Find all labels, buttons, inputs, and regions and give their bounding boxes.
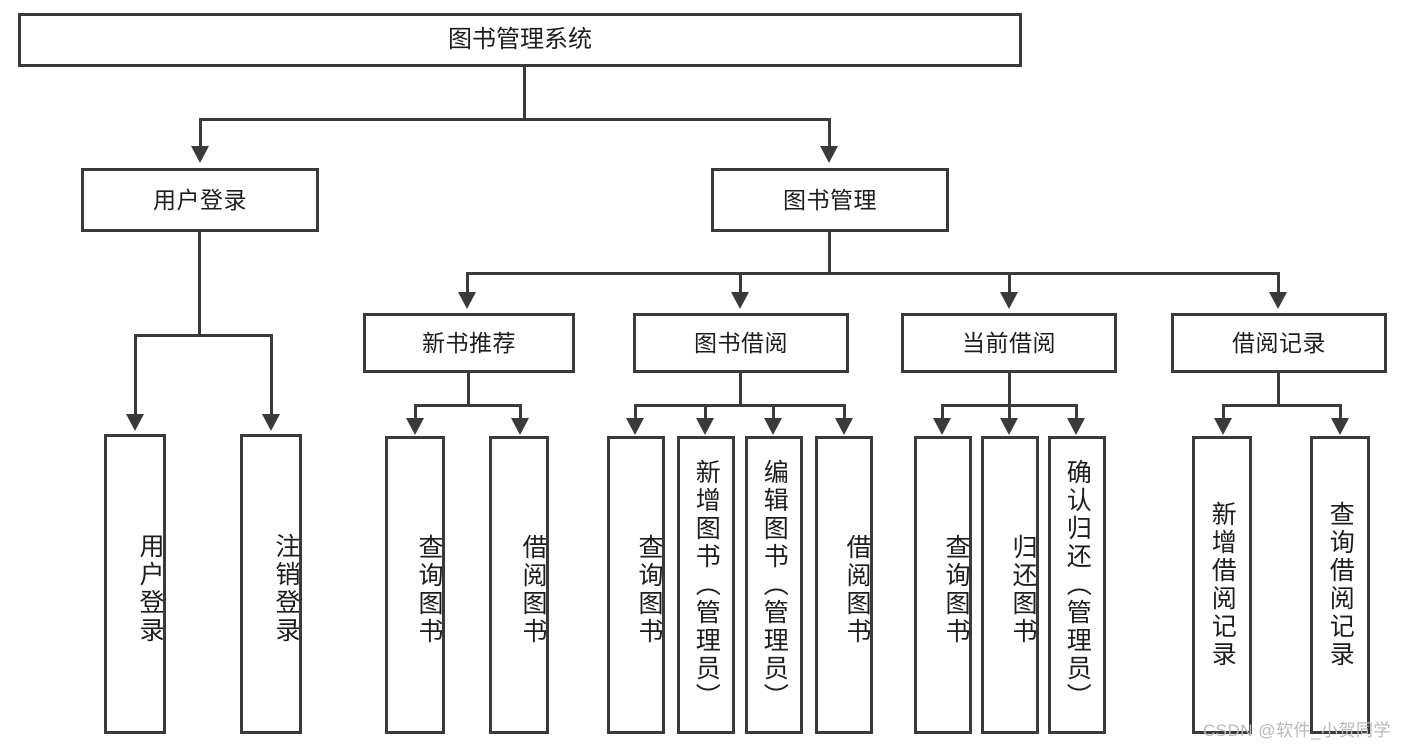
edge-borrow-record-bus (1222, 404, 1342, 407)
node-current-borrow[interactable]: 当前借阅 (901, 313, 1117, 373)
edge-root-to-book-manage (828, 118, 831, 148)
edge-current-borrow-to-leaf-2 (1008, 404, 1011, 420)
arrow-current-borrow-leaf-1 (933, 418, 951, 435)
edge-book-borrow-to-leaf-2 (704, 404, 707, 420)
arrow-to-new-book-rec (458, 292, 476, 309)
arrow-to-book-manage (820, 146, 838, 163)
node-book-borrow[interactable]: 图书借阅 (633, 313, 849, 373)
edge-borrow-record-to-leaf-1 (1222, 404, 1225, 420)
node-user-login[interactable]: 用户登录 (81, 168, 319, 232)
leaf-borrow-record-2[interactable]: 查询借阅记录 (1310, 436, 1370, 734)
edge-book-borrow-bus (634, 404, 846, 407)
edge-book-manage-to-book-borrow (739, 272, 742, 294)
edge-book-manage-to-borrow-record (1277, 272, 1280, 294)
node-label: 图书借阅 (694, 329, 788, 356)
node-borrow-record[interactable]: 借阅记录 (1171, 313, 1387, 373)
node-label: 新增借阅记录 (1208, 501, 1237, 669)
edge-current-borrow-to-leaf-3 (1075, 404, 1078, 420)
csdn-watermark: CSDN @软件_小贺同学 (1202, 721, 1391, 740)
node-label: 归还图书 (1009, 534, 1037, 646)
edge-book-manage-to-current-borrow (1008, 272, 1011, 294)
node-label: 新增图书（管理员） (692, 459, 721, 711)
edge-root-to-user-login (199, 118, 202, 148)
node-label: 编辑图书（管理员） (760, 459, 789, 711)
arrow-to-borrow-record (1269, 292, 1287, 309)
node-label: 当前借阅 (962, 329, 1056, 356)
arrow-new-book-rec-leaf-2 (511, 418, 529, 435)
node-label: 查询图书 (942, 534, 970, 646)
arrow-borrow-record-leaf-2 (1331, 418, 1349, 435)
arrow-borrow-record-leaf-1 (1214, 418, 1232, 435)
edge-user-login-to-leaf-2 (270, 334, 273, 416)
arrow-to-book-borrow (731, 292, 749, 309)
edge-user-login-bus (134, 334, 272, 337)
node-label: 查询图书 (635, 534, 663, 646)
leaf-new-book-rec-2[interactable]: 借阅图书 (489, 436, 549, 734)
arrow-book-borrow-leaf-3 (764, 418, 782, 435)
node-book-manage[interactable]: 图书管理 (711, 168, 949, 232)
arrow-to-user-login (191, 146, 209, 163)
node-root-system[interactable]: 图书管理系统 (18, 13, 1022, 67)
arrow-new-book-rec-leaf-1 (406, 418, 424, 435)
node-label: 借阅图书 (519, 534, 547, 646)
arrow-book-borrow-leaf-1 (626, 418, 644, 435)
leaf-new-book-rec-1[interactable]: 查询图书 (385, 436, 445, 734)
edge-book-borrow-to-leaf-1 (634, 404, 637, 420)
node-label: 查询图书 (415, 534, 443, 646)
edge-book-manage-stem (828, 232, 831, 274)
node-label: 注销登录 (272, 533, 300, 645)
arrow-book-borrow-leaf-2 (696, 418, 714, 435)
leaf-book-borrow-3[interactable]: 编辑图书（管理员） (745, 436, 803, 734)
node-label: 图书管理 (783, 186, 877, 213)
edge-book-manage-bus (466, 272, 1280, 275)
leaf-current-borrow-3[interactable]: 确认归还（管理员） (1048, 436, 1106, 734)
edge-borrow-record-to-leaf-2 (1339, 404, 1342, 420)
edge-borrow-record-stem (1277, 373, 1280, 406)
node-label: 图书管理系统 (448, 26, 592, 54)
node-label: 确认归还（管理员） (1063, 459, 1092, 711)
node-label: 新书推荐 (422, 329, 516, 356)
edge-current-borrow-stem (1008, 373, 1011, 406)
edge-book-borrow-to-leaf-4 (843, 404, 846, 420)
edge-root-stem (523, 67, 526, 120)
arrow-current-borrow-leaf-2 (1000, 418, 1018, 435)
node-label: 用户登录 (153, 186, 247, 213)
node-label: 借阅记录 (1232, 329, 1326, 356)
arrow-to-current-borrow (1000, 292, 1018, 309)
edge-new-book-rec-bus (414, 404, 521, 407)
arrow-book-borrow-leaf-4 (835, 418, 853, 435)
leaf-borrow-record-1[interactable]: 新增借阅记录 (1192, 436, 1252, 734)
node-label: 借阅图书 (843, 534, 871, 646)
leaf-user-login-1[interactable]: 用户登录 (104, 434, 166, 734)
leaf-book-borrow-4[interactable]: 借阅图书 (815, 436, 873, 734)
edge-book-manage-to-new-book-rec (466, 272, 469, 294)
leaf-book-borrow-1[interactable]: 查询图书 (607, 436, 665, 734)
edge-new-book-rec-to-leaf-2 (519, 404, 522, 420)
edge-new-book-rec-to-leaf-1 (414, 404, 417, 420)
edge-current-borrow-to-leaf-1 (941, 404, 944, 420)
edge-book-borrow-to-leaf-3 (772, 404, 775, 420)
edge-user-login-to-leaf-1 (134, 334, 137, 416)
edge-book-borrow-stem (739, 373, 742, 406)
leaf-current-borrow-1[interactable]: 查询图书 (914, 436, 972, 734)
leaf-current-borrow-2[interactable]: 归还图书 (981, 436, 1039, 734)
arrow-user-login-leaf-1 (126, 414, 144, 431)
leaf-book-borrow-2[interactable]: 新增图书（管理员） (677, 436, 735, 734)
edge-root-bus (199, 118, 831, 121)
arrow-current-borrow-leaf-3 (1067, 418, 1085, 435)
edge-user-login-stem (198, 232, 201, 336)
leaf-user-login-2[interactable]: 注销登录 (240, 434, 302, 734)
arrow-user-login-leaf-2 (262, 414, 280, 431)
edge-new-book-rec-stem (467, 373, 470, 406)
node-label: 查询借阅记录 (1326, 501, 1355, 669)
node-new-book-rec[interactable]: 新书推荐 (363, 313, 575, 373)
node-label: 用户登录 (136, 533, 164, 645)
